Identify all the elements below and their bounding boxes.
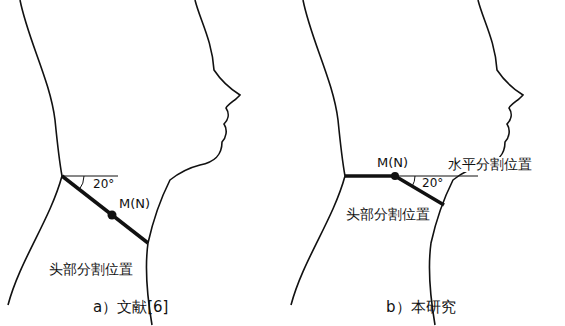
angle-arc [412, 176, 415, 186]
reference-line [62, 176, 118, 177]
subfigure-caption: b）本研究 [385, 300, 457, 316]
horizontal-split-line [345, 174, 395, 178]
split-position-label: 头部分割位置 [345, 207, 431, 222]
horizontal-split-label: 水平分割位置 [447, 157, 533, 172]
split-position-label: 头部分割位置 [48, 262, 134, 277]
point-label: M(N) [376, 156, 409, 170]
angle-label: 20° [92, 178, 115, 191]
back-of-neck [8, 0, 62, 305]
angle-arc [79, 176, 84, 190]
point-marker [108, 211, 117, 220]
split-line [395, 176, 444, 205]
point-marker [391, 172, 399, 180]
angle-label: 20° [421, 177, 444, 190]
point-label: M(N) [118, 197, 151, 211]
back-of-neck [291, 0, 345, 305]
left-head-outline [8, 0, 240, 325]
face-profile [146, 0, 240, 325]
subfigure-caption: a）文献[6] [92, 300, 169, 316]
